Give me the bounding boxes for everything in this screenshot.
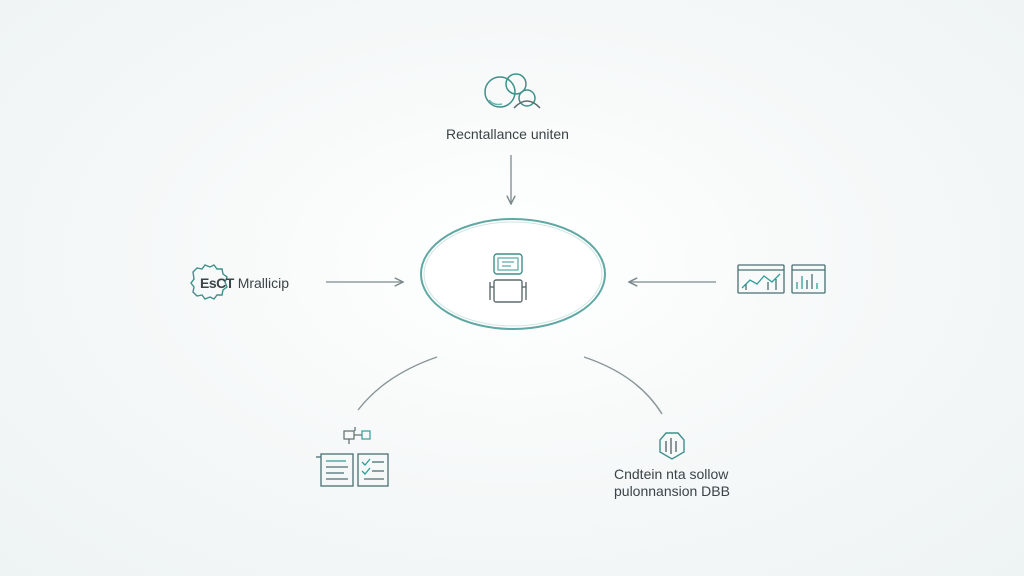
checklist-panel-icon [357,453,389,487]
curve-hub-to-bottom-left [357,356,438,411]
curve-hub-to-bottom-right [583,356,663,415]
network-node-icon [343,427,371,444]
top-node-label: Recntallance uniten [446,126,569,142]
server-monitor-icon [489,253,527,303]
bottom-right-label-line1: Cndtein nta sollow [614,466,729,482]
bottom-right-label-line2: pulonnansion DBB [614,483,730,499]
document-panel-icon [316,453,354,487]
bar-chart-window-icon [791,264,826,294]
line-chart-window-icon [737,264,785,294]
bottom-right-node-label: Cndtein nta sollow pulonnansion DBB [614,466,730,500]
database-shield-icon [659,432,685,460]
hub-node-glow [423,221,603,327]
left-node-label: Mrallicip [237,275,290,291]
people-cluster-icon [484,73,541,109]
left-node-label-group: EsCT Mrallicip [200,275,289,292]
gear-seal-icon [190,264,228,300]
left-node-mark: EsCT [200,275,234,291]
